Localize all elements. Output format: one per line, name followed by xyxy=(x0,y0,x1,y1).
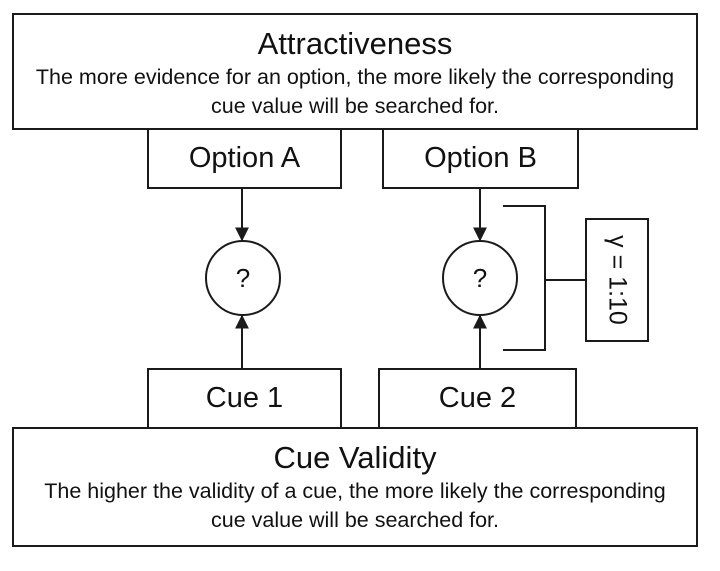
cue-validity-title: Cue Validity xyxy=(273,440,437,475)
attractiveness-box: Attractiveness The more evidence for an … xyxy=(12,13,698,130)
decision-node-b-label: ? xyxy=(472,262,488,293)
cue-1-label: Cue 1 xyxy=(205,382,284,414)
option-b-box: Option B xyxy=(382,128,579,189)
cue-1-box: Cue 1 xyxy=(147,368,342,429)
cue-validity-box: Cue Validity The higher the validity of … xyxy=(12,427,698,547)
decision-node-b: ? xyxy=(442,240,518,316)
attractiveness-title: Attractiveness xyxy=(257,26,453,61)
gamma-box: γ = 1:10 xyxy=(585,218,649,342)
gamma-label: γ = 1:10 xyxy=(603,235,632,325)
cue-validity-description: The higher the validity of a cue, the mo… xyxy=(44,479,666,532)
gamma-bracket xyxy=(503,205,546,351)
attractiveness-description: The more evidence for an option, the mor… xyxy=(35,65,675,118)
cue-2-label: Cue 2 xyxy=(438,382,517,414)
option-b-label: Option B xyxy=(424,142,537,174)
option-a-label: Option A xyxy=(188,142,301,174)
decision-node-a-label: ? xyxy=(235,262,251,293)
cue-2-box: Cue 2 xyxy=(378,368,577,429)
option-a-box: Option A xyxy=(147,128,342,189)
decision-node-a: ? xyxy=(205,240,281,316)
